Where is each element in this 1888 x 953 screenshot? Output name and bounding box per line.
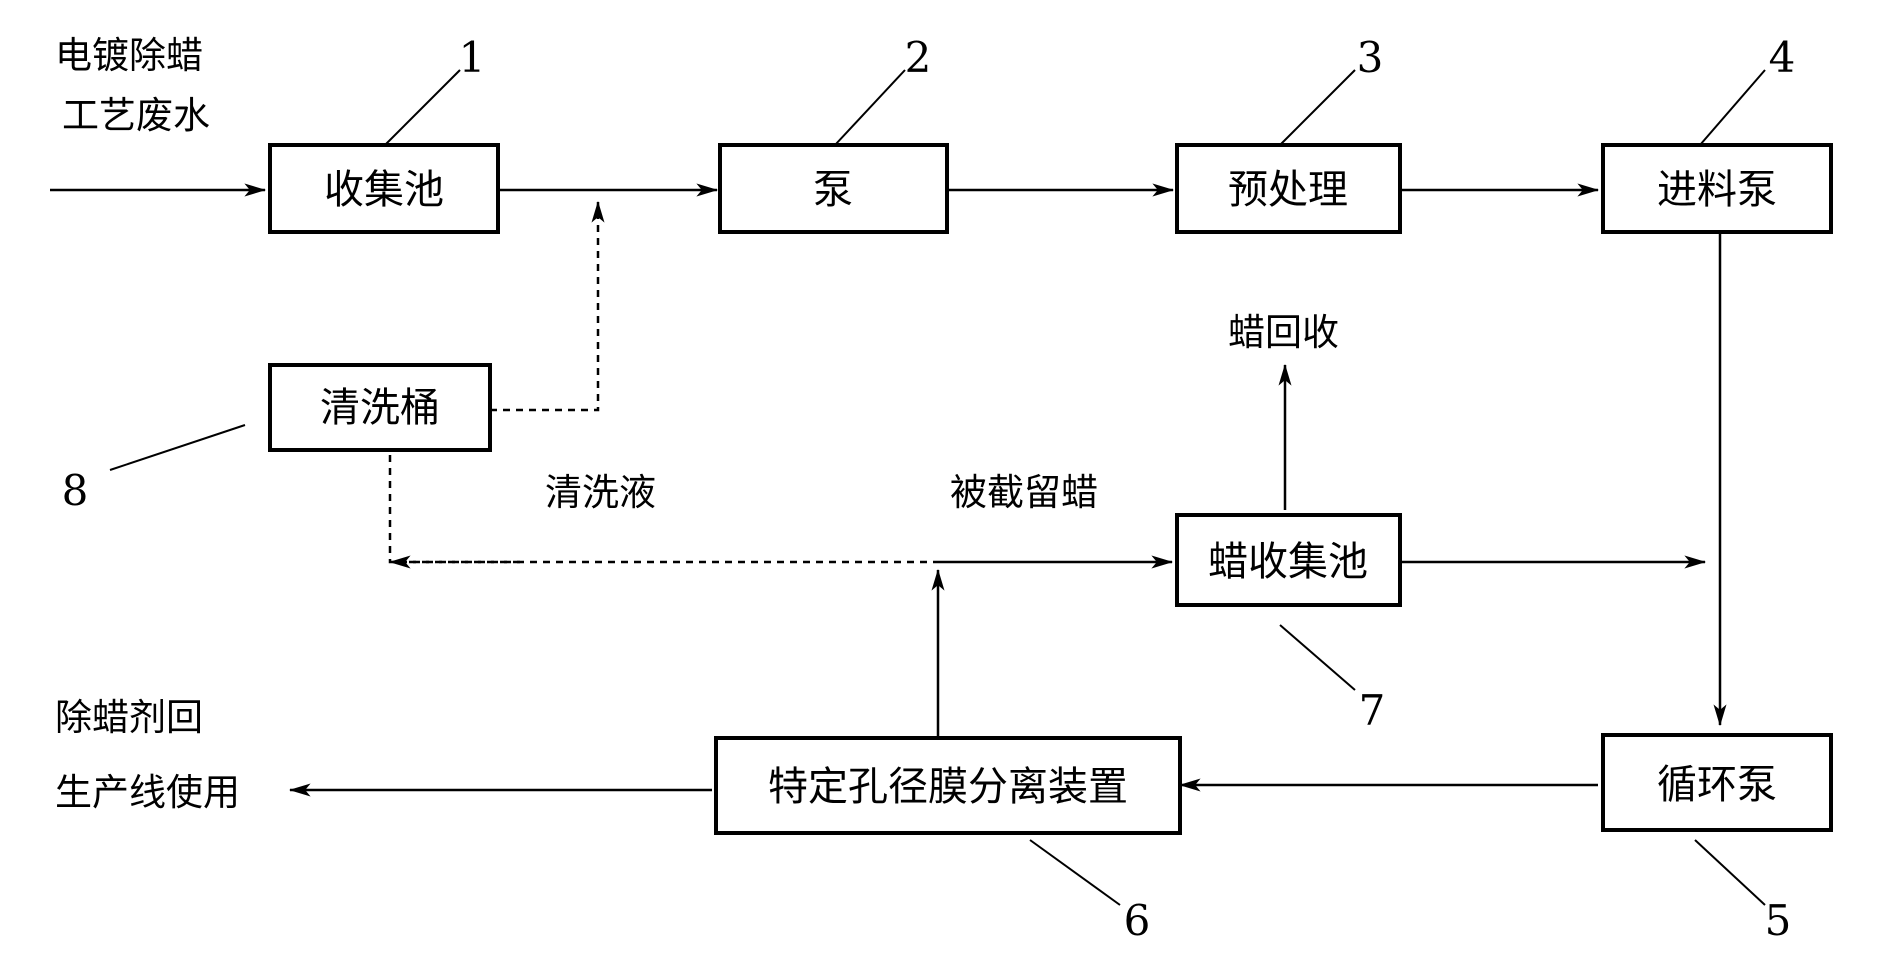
- pump-label: 泵: [813, 167, 853, 213]
- leader-2: [834, 69, 906, 146]
- box-wax-collection-tank: 蜡收集池: [1175, 513, 1402, 607]
- dashed-cleaning-down-line: [388, 455, 938, 564]
- circulation-pump-label: 循环泵: [1657, 762, 1777, 808]
- input-label-line2: 工艺废水: [62, 94, 210, 137]
- leader-8: [109, 424, 246, 471]
- cleaning-liquid-label: 清洗液: [545, 471, 656, 514]
- number-6: 6: [1124, 896, 1151, 945]
- number-4: 4: [1769, 33, 1796, 82]
- cleaning-bucket-label: 清洗桶: [320, 385, 440, 431]
- wax-recovery-label: 蜡回收: [1228, 311, 1339, 354]
- box-pump: 泵: [718, 143, 949, 234]
- box-pretreatment: 预处理: [1175, 143, 1402, 234]
- leader-6: [1029, 839, 1121, 906]
- number-3: 3: [1357, 33, 1384, 82]
- box-feed-pump: 进料泵: [1601, 143, 1833, 234]
- number-1: 1: [459, 33, 486, 82]
- output-label-line2: 生产线使用: [55, 771, 240, 814]
- leader-1: [384, 69, 461, 146]
- number-2: 2: [905, 33, 932, 82]
- leader-7: [1279, 624, 1356, 691]
- retained-wax-label: 被截留蜡: [950, 471, 1098, 514]
- leader-3: [1279, 69, 1356, 146]
- number-7: 7: [1359, 686, 1386, 735]
- box-membrane-device: 特定孔径膜分离装置: [714, 736, 1182, 835]
- dashed-cleaning-to-pump-line: [490, 200, 605, 412]
- number-5: 5: [1765, 896, 1792, 945]
- box-cleaning-bucket: 清洗桶: [268, 363, 492, 452]
- box-collection-tank: 收集池: [268, 143, 500, 234]
- collection-tank-label: 收集池: [324, 167, 444, 213]
- wax-collection-tank-label: 蜡收集池: [1208, 539, 1368, 585]
- membrane-device-label: 特定孔径膜分离装置: [768, 764, 1128, 810]
- pretreatment-label: 预处理: [1228, 167, 1348, 213]
- feed-pump-label: 进料泵: [1657, 167, 1777, 213]
- output-label-line1: 除蜡剂回: [55, 696, 203, 739]
- input-label-line1: 电镀除蜡: [55, 34, 203, 77]
- leader-4: [1699, 69, 1766, 146]
- leader-5: [1694, 839, 1766, 906]
- number-8: 8: [62, 466, 89, 515]
- box-circulation-pump: 循环泵: [1601, 733, 1833, 832]
